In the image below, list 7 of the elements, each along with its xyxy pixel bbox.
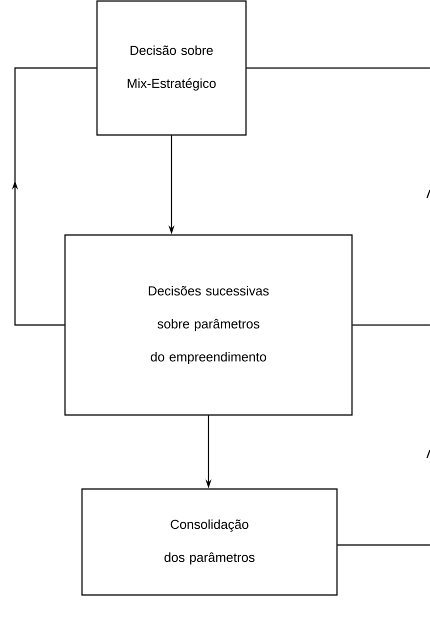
arrow	[12, 67, 96, 326]
process-box: Decisão sobre Mix-Estratégico	[96, 0, 247, 136]
process-box: Consolidação dos parâmetros	[81, 488, 338, 596]
line	[246, 67, 430, 69]
process-box: Decisões sucessivas sobre parâmetros do empreendimento	[64, 234, 353, 416]
line	[338, 544, 430, 546]
line	[352, 324, 430, 326]
